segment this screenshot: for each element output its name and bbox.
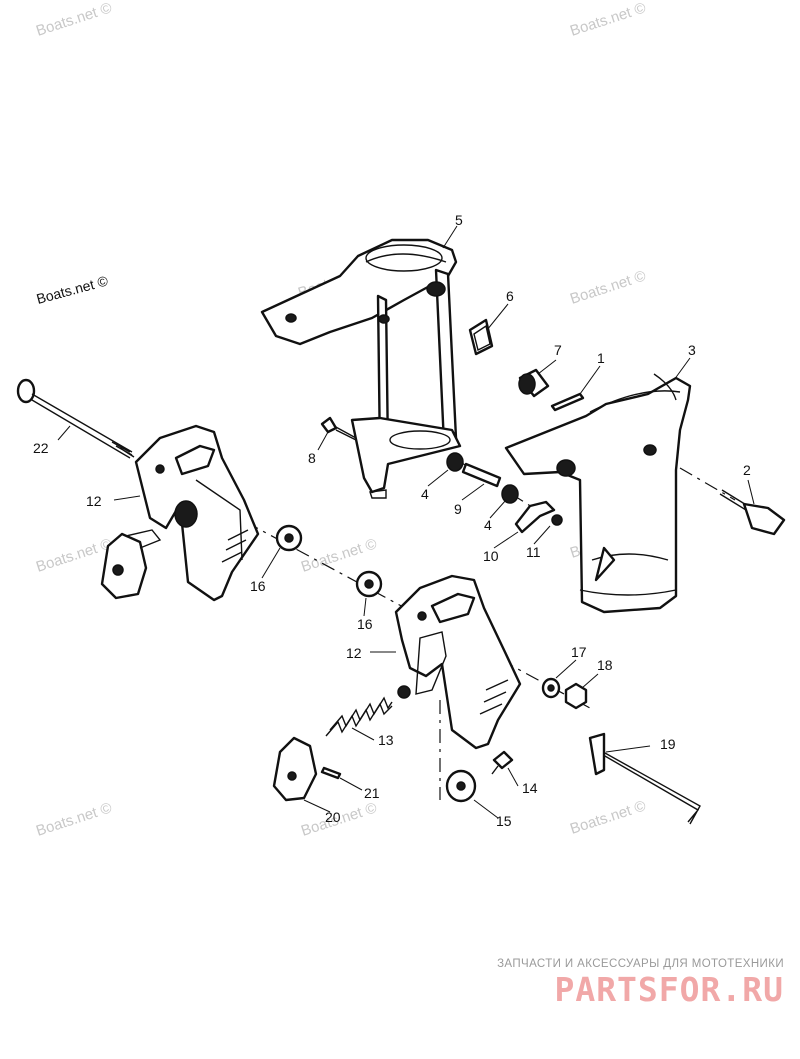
leader-line — [605, 745, 651, 753]
part-5-swivel-bracket — [260, 238, 462, 499]
callout-19: 19 — [660, 736, 676, 752]
leader-line — [673, 357, 691, 381]
part-22-bolt — [16, 378, 135, 459]
callout-17: 17 — [571, 644, 587, 660]
callout-10: 10 — [483, 548, 499, 564]
callout-6: 6 — [506, 288, 514, 304]
callout-18: 18 — [597, 657, 613, 673]
watermark: Boats.net © — [568, 267, 648, 307]
part-2-tilt-pin — [719, 489, 786, 536]
part-9-shaft — [461, 462, 502, 488]
leader-line — [493, 531, 519, 549]
part-12-clamp-bracket — [394, 574, 522, 750]
part-16-washer — [355, 570, 383, 598]
callout-12: 12 — [86, 493, 102, 509]
brand-footer: ЗАПЧАСТИ И АКСЕССУАРЫ ДЛЯ МОТОТЕХНИКИ PA… — [484, 958, 784, 1010]
part-12-clamp-bracket — [134, 424, 260, 602]
part-11-screw — [551, 514, 563, 526]
leader-line — [351, 727, 375, 741]
leader-line — [461, 483, 485, 501]
leader-line — [303, 799, 331, 813]
leader-lines — [57, 225, 755, 819]
callout-13: 13 — [378, 732, 394, 748]
leader-line — [113, 495, 141, 501]
callout-21: 21 — [364, 785, 380, 801]
part-3-swivel-housing — [504, 373, 692, 614]
callout-4: 4 — [421, 486, 429, 502]
callout-4: 4 — [484, 517, 492, 533]
leader-line — [537, 359, 557, 375]
callouts: 1 2 3 4 4 5 6 7 8 9 10 11 12 12 13 14 15… — [33, 212, 751, 829]
axis-line — [679, 467, 736, 501]
callout-3: 3 — [688, 342, 696, 358]
part-6-pad — [468, 318, 494, 356]
watermark: Boats.net © — [568, 797, 648, 837]
part-14-bolt — [491, 750, 514, 775]
callout-11: 11 — [526, 544, 541, 560]
callout-22: 22 — [33, 440, 49, 456]
leader-line — [261, 547, 281, 579]
callout-14: 14 — [522, 780, 538, 796]
callout-5: 5 — [455, 212, 463, 228]
leader-line — [747, 479, 755, 505]
callout-1: 1 — [597, 350, 605, 366]
part-1-pin — [550, 392, 585, 412]
leader-line — [363, 597, 367, 617]
brand-logo: PARTSFOR.RU — [554, 970, 784, 1009]
part-17-washer — [541, 677, 561, 699]
callout-7: 7 — [554, 342, 562, 358]
leader-line — [486, 303, 509, 331]
callout-16: 16 — [357, 616, 373, 632]
part-16-washer — [275, 524, 303, 552]
callout-12: 12 — [346, 645, 362, 661]
part-21-pin — [320, 766, 342, 780]
part-15-washer — [445, 769, 477, 803]
part-clamp-screw — [100, 529, 162, 600]
leader-line — [339, 777, 363, 791]
callout-9: 9 — [454, 501, 462, 517]
part-10-lever — [514, 500, 556, 534]
watermark: Boats.net © — [34, 535, 114, 575]
callout-16: 16 — [250, 578, 266, 594]
part-20-clamp-pad — [272, 736, 318, 802]
leader-line — [579, 365, 601, 395]
leader-line — [427, 469, 449, 487]
callout-20: 20 — [325, 809, 341, 825]
leader-line — [317, 431, 329, 451]
part-4-bushing — [446, 452, 464, 472]
leader-line — [489, 499, 507, 519]
watermark: Boats.net © — [299, 535, 379, 575]
leader-line — [581, 673, 599, 689]
watermark: Boats.net © — [568, 0, 648, 40]
part-8-bolt — [320, 416, 357, 441]
part-18-nut — [564, 682, 588, 710]
part-19-tilt-rod — [588, 732, 701, 825]
watermarks: Boats.net © Boats.net © Boats.net © Boat… — [34, 0, 648, 840]
watermark: Boats.net © — [34, 799, 114, 839]
leader-line — [507, 767, 519, 787]
leader-line — [555, 659, 577, 679]
brand-tagline: ЗАПЧАСТИ И АКСЕССУАРЫ ДЛЯ МОТОТЕХНИКИ — [497, 958, 784, 970]
callout-8: 8 — [308, 450, 316, 466]
part-4-bushing — [501, 484, 519, 504]
watermark: Boats.net © — [35, 272, 111, 307]
part-7-bushing — [518, 368, 550, 398]
callout-2: 2 — [743, 462, 751, 478]
watermark: Boats.net © — [34, 0, 114, 40]
leader-line — [442, 225, 458, 249]
leader-line — [533, 525, 551, 545]
leader-line — [57, 425, 71, 441]
callout-15: 15 — [496, 813, 512, 829]
part-13-spring — [325, 696, 393, 737]
leader-line — [473, 799, 499, 819]
